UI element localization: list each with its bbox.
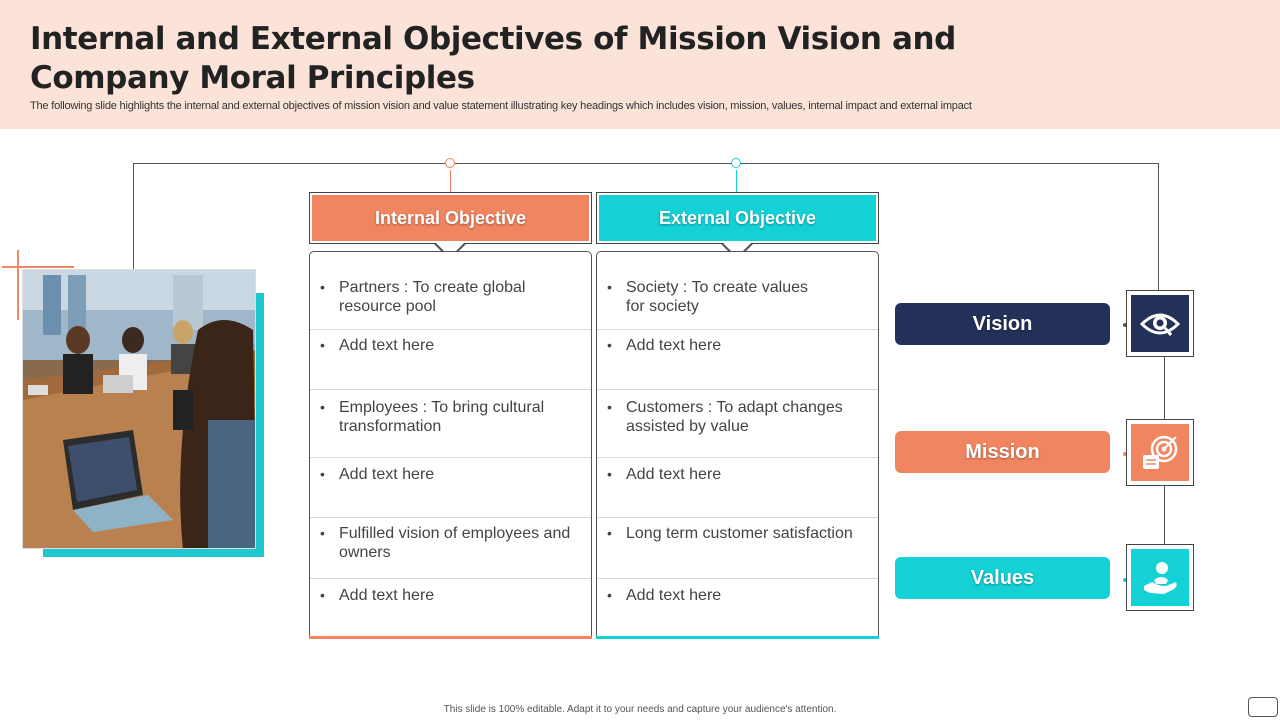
internal-objective-title: Internal Objective	[312, 195, 589, 241]
values-icon-box	[1126, 544, 1194, 611]
list-item: •Fulfilled vision of employees and owner…	[310, 518, 591, 579]
values-connector-dot	[1123, 578, 1127, 582]
photo-accent-horizontal	[2, 266, 74, 268]
list-item: •Add text here	[597, 330, 878, 390]
values-pill: Values	[895, 557, 1110, 599]
external-objective-list: •Society : To create values for society …	[596, 251, 879, 639]
page-subtitle: The following slide highlights the inter…	[30, 100, 972, 112]
list-item: •Add text here	[320, 587, 435, 604]
external-drop-line	[736, 170, 737, 192]
header-band	[0, 0, 1280, 129]
photo-accent-vertical	[17, 250, 19, 320]
mission-connector-dot	[1123, 452, 1127, 456]
vision-icon-box	[1126, 290, 1194, 357]
list-item-text: Partners : To create global resource poo…	[339, 279, 526, 315]
list-item-text: Add text here	[626, 587, 722, 604]
footer-note: This slide is 100% editable. Adapt it to…	[443, 704, 837, 715]
target-icon	[1131, 424, 1189, 481]
list-item-text: Add text here	[339, 337, 435, 354]
page-title: Internal and External Objectives of Miss…	[30, 21, 956, 96]
list-item-text: Add text here	[626, 466, 722, 483]
internal-objective-list: •Partners : To create global resource po…	[309, 251, 592, 639]
vision-connector-dot	[1123, 323, 1127, 327]
list-item-text: Fulfilled vision of employees and owners	[339, 525, 571, 561]
list-item-text: Add text here	[339, 466, 435, 483]
list-item-text: Employees : To bring cultural transforma…	[339, 399, 545, 435]
mission-icon-box	[1126, 419, 1194, 486]
external-connector-dot	[731, 158, 741, 168]
list-item: •Long term customer satisfaction	[597, 518, 878, 579]
list-item: •Add text here	[310, 458, 591, 518]
hand-heart-icon	[1131, 549, 1189, 606]
list-item-text: Customers : To adapt changes assisted by…	[626, 399, 843, 435]
list-item: •Add text here	[607, 587, 722, 604]
frame-left-line	[133, 163, 134, 269]
external-objective-title: External Objective	[599, 195, 876, 241]
list-item: •Add text here	[310, 330, 591, 390]
external-objective-header: External Objective	[596, 192, 879, 244]
list-item: •Add text here	[597, 458, 878, 518]
eye-icon	[1131, 295, 1189, 352]
list-item-text: Society : To create values for society	[626, 279, 809, 315]
frame-right-line	[1158, 163, 1159, 291]
list-item: •Employees : To bring cultural transform…	[310, 390, 591, 458]
list-item-text: Add text here	[626, 337, 722, 354]
list-item-text: Long term customer satisfaction	[626, 525, 853, 542]
internal-drop-line	[450, 170, 451, 192]
internal-bottom-accent	[309, 636, 592, 639]
list-item-text: Add text here	[339, 587, 435, 604]
external-bottom-accent	[596, 636, 879, 639]
frame-top-line	[133, 163, 1159, 164]
vision-pill: Vision	[895, 303, 1110, 345]
mission-pill: Mission	[895, 431, 1110, 473]
list-item: •Partners : To create global resource po…	[310, 252, 591, 330]
internal-objective-header: Internal Objective	[309, 192, 592, 244]
internal-connector-dot	[445, 158, 455, 168]
list-item: •Customers : To adapt changes assisted b…	[597, 390, 878, 458]
list-item: •Society : To create values for society	[597, 252, 878, 330]
slide-corner-button[interactable]	[1248, 697, 1278, 717]
meeting-photo	[22, 269, 256, 549]
